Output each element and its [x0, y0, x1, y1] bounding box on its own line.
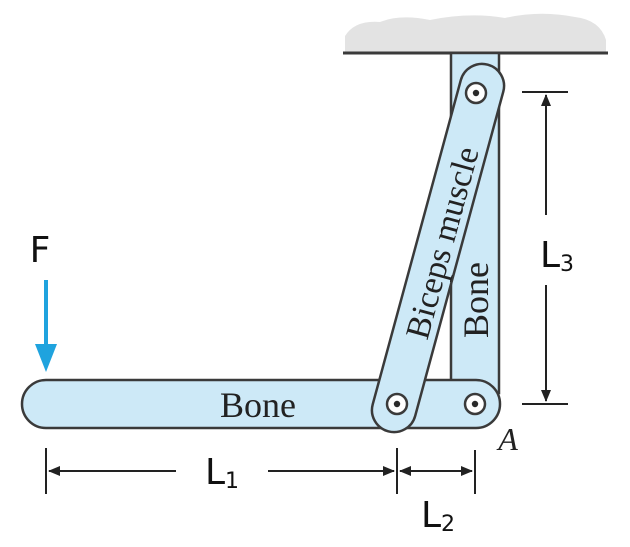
l2-dimension — [399, 450, 476, 494]
l3-dimension — [522, 91, 568, 405]
muscle-insertion-pin — [385, 392, 409, 416]
l3-label: L3 — [540, 235, 574, 277]
elbow-joint-pin — [463, 392, 487, 416]
force-arrow — [35, 280, 57, 372]
force-label: F — [30, 230, 51, 271]
muscle-top-pin — [464, 81, 488, 105]
horizontal-bone-label: Bone — [220, 385, 296, 425]
l1-label: L1 — [205, 452, 239, 494]
ceiling — [343, 13, 608, 55]
vertical-bone-label: Bone — [456, 262, 496, 338]
l2-label: L2 — [421, 495, 455, 537]
biceps-muscle — [370, 62, 506, 434]
l1-dimension — [45, 448, 398, 494]
joint-a-label: A — [496, 421, 518, 457]
